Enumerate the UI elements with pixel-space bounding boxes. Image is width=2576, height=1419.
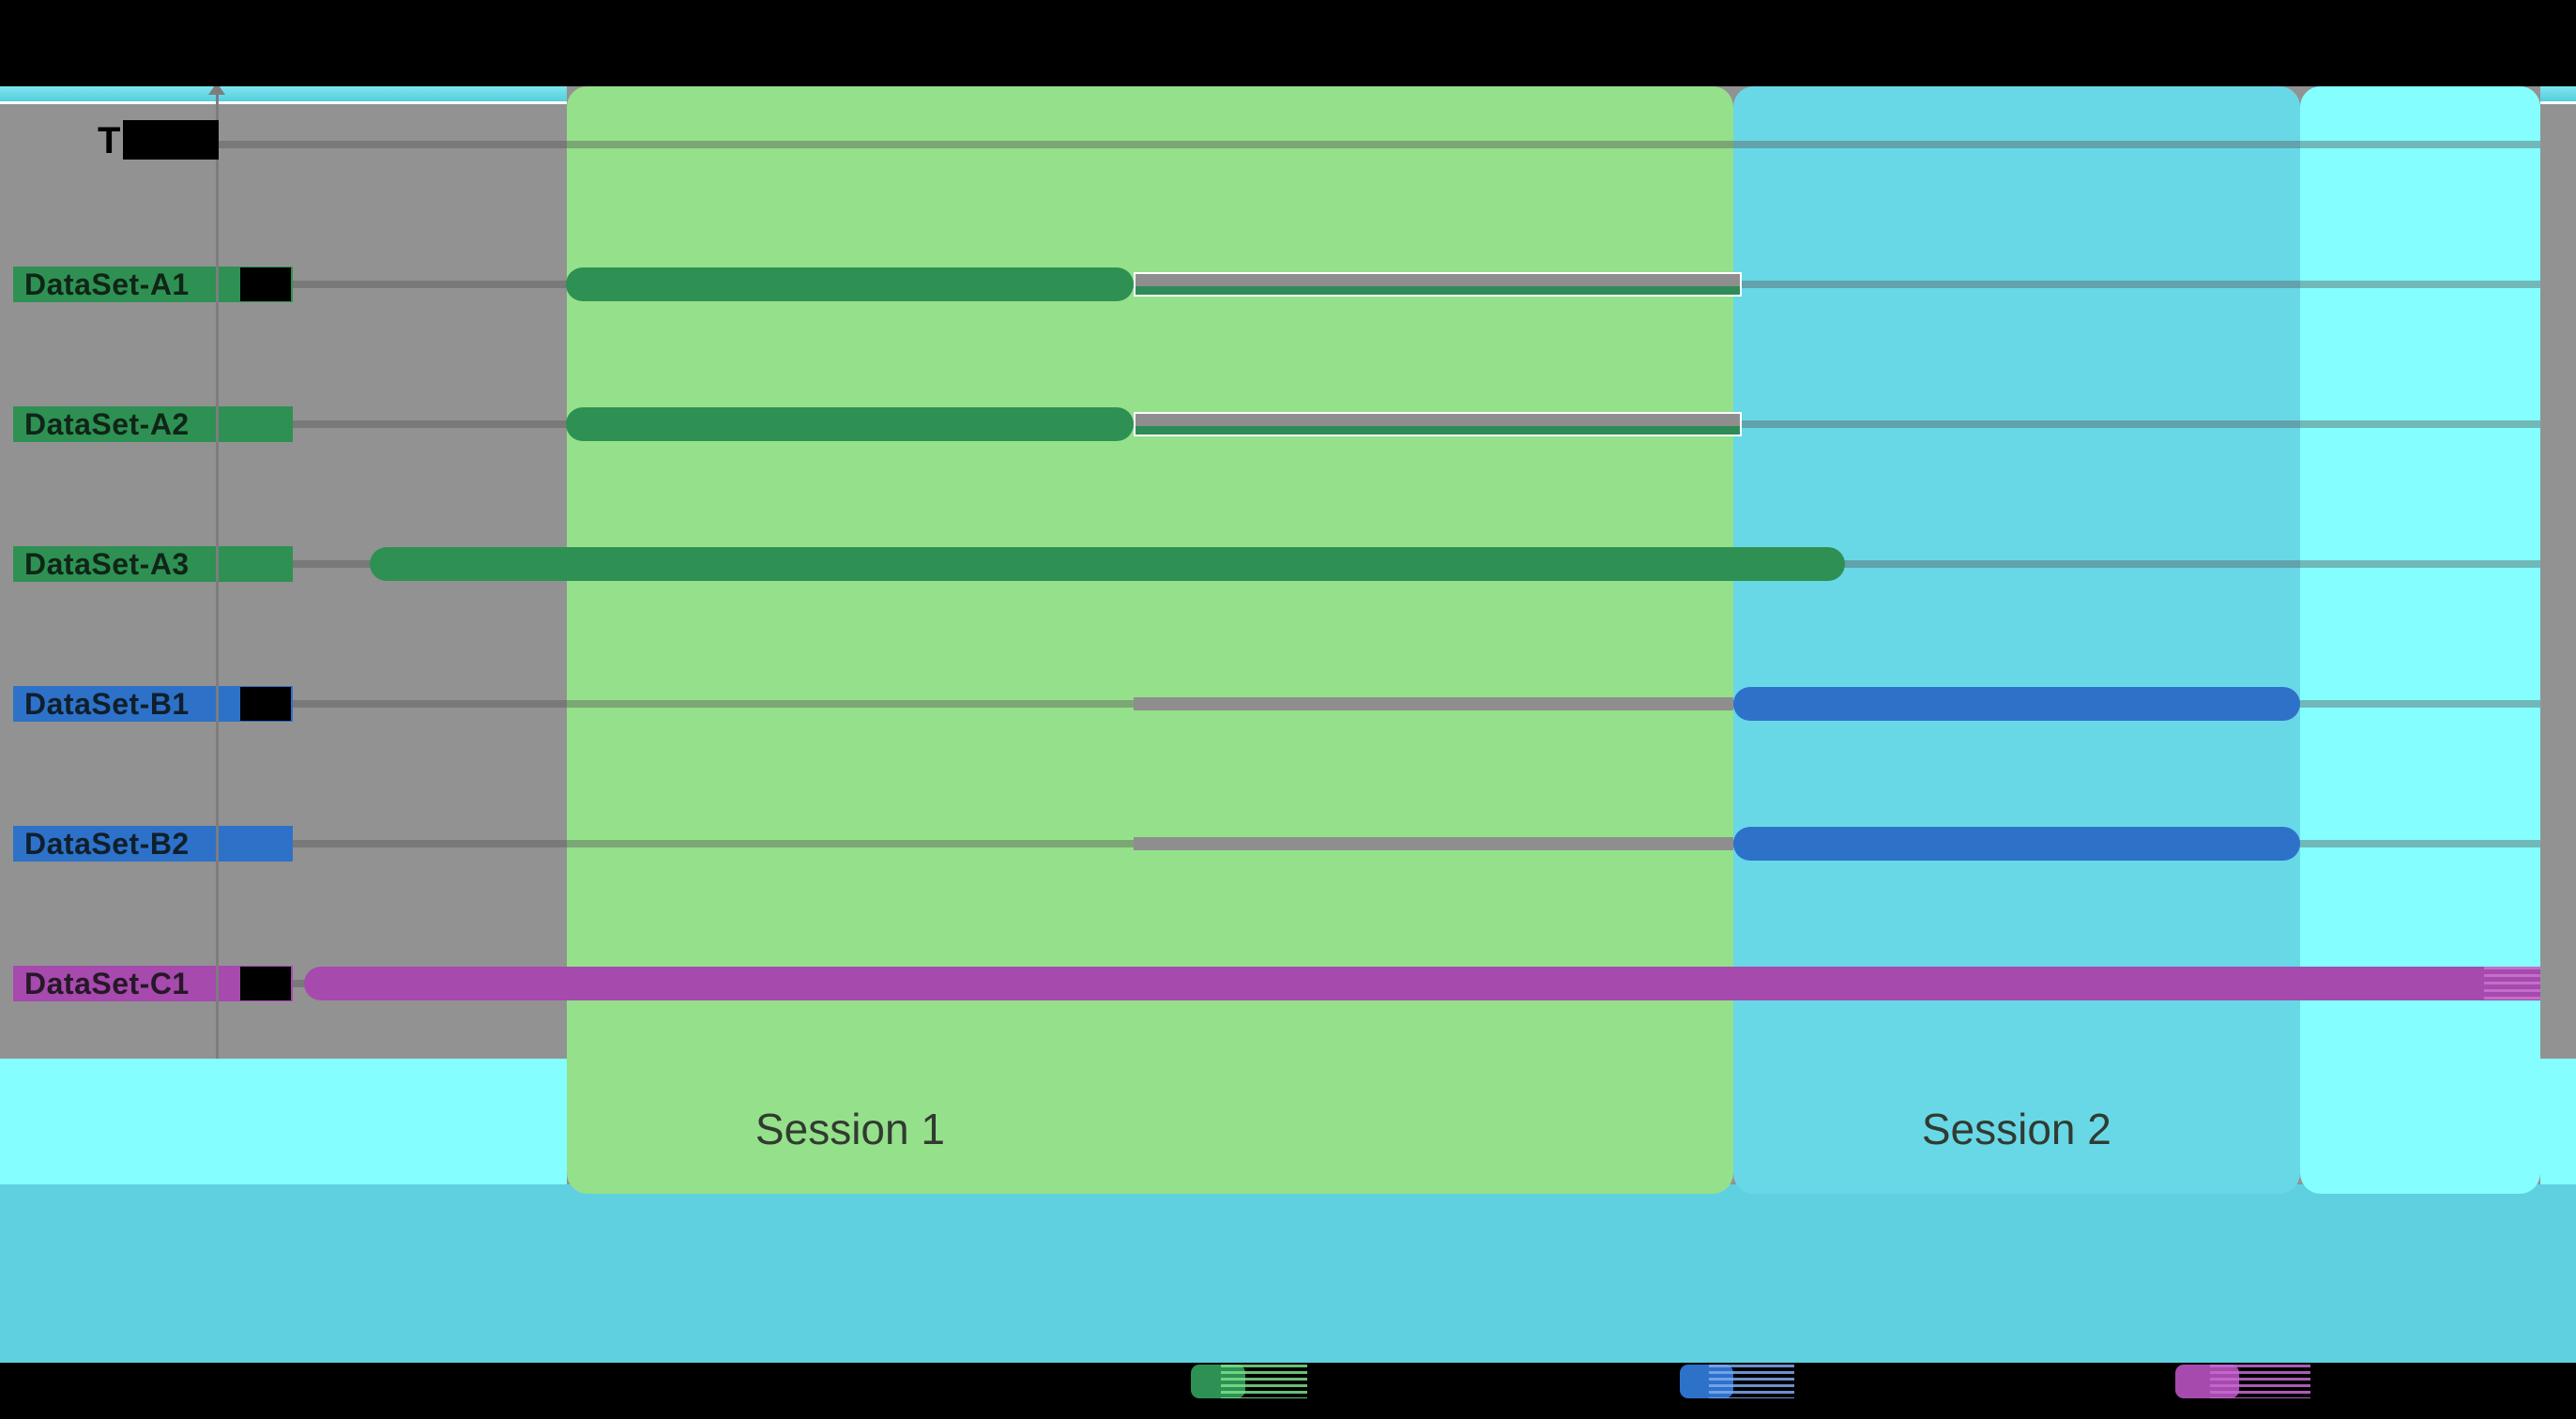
task-bar xyxy=(566,267,1134,301)
task-label: DataSet-A2 xyxy=(13,406,293,442)
task-label-text: DataSet-C1 xyxy=(24,966,190,1000)
session-label: Session 1 xyxy=(755,1105,945,1153)
task-label: DataSet-B1 xyxy=(13,686,293,722)
axis-title-partial: T xyxy=(98,120,120,161)
task-bar xyxy=(566,407,1134,441)
task-label: DataSet-A1 xyxy=(13,267,293,302)
session-label: Session 2 xyxy=(1921,1105,2111,1153)
task-label-text: DataSet-A3 xyxy=(24,546,190,581)
cyan-band xyxy=(2300,86,2540,1194)
title-redaction-box xyxy=(123,120,219,160)
task-bar xyxy=(1732,687,2301,721)
label-redaction-chip xyxy=(240,687,291,721)
legend-label-stripes xyxy=(1221,1365,1307,1398)
y-axis-line xyxy=(216,94,219,1059)
session-band-session-1 xyxy=(566,86,1733,1194)
legend-label-stripes xyxy=(1709,1365,1794,1398)
label-redaction-chip xyxy=(240,967,291,1000)
task-label: DataSet-B2 xyxy=(13,826,293,862)
task-label-text: DataSet-A2 xyxy=(24,406,190,441)
task-bar xyxy=(370,547,1845,581)
task-bar xyxy=(1732,827,2301,861)
task-trail xyxy=(1133,837,1733,850)
task-label: DataSet-C1 xyxy=(13,966,293,1001)
task-label-text: DataSet-B1 xyxy=(24,686,190,721)
label-redaction-chip xyxy=(240,267,291,301)
right-margin-cyan-block xyxy=(2540,1059,2576,1184)
task-label: DataSet-A3 xyxy=(13,546,293,582)
legend-label-stripes xyxy=(2210,1365,2310,1398)
title-bar-redaction xyxy=(0,0,2576,86)
session-band-session-2 xyxy=(1732,86,2301,1194)
top-cyan-strip-left xyxy=(0,86,567,104)
gridline xyxy=(218,141,2540,148)
bar-end-stripes xyxy=(2483,967,2540,1000)
task-trail xyxy=(1133,697,1733,710)
task-label-text: DataSet-B2 xyxy=(24,826,190,861)
task-label-text: DataSet-A1 xyxy=(24,267,190,301)
top-cyan-strip-right xyxy=(2540,86,2576,104)
task-bar xyxy=(304,967,2540,1000)
right-margin-panel xyxy=(2540,104,2576,1059)
left-margin-cyan-block xyxy=(0,1059,567,1184)
task-trail xyxy=(1133,272,1742,297)
axis-title-visible-letter: T xyxy=(98,119,121,161)
bottom-turquoise-band xyxy=(0,1184,2576,1363)
task-trail xyxy=(1133,412,1742,436)
